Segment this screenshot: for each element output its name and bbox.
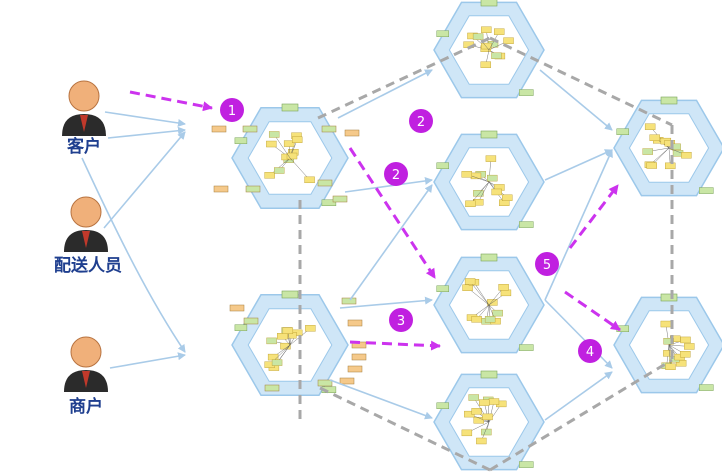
event-link [319, 386, 491, 472]
request-arrow [544, 149, 613, 181]
person-icon [62, 80, 106, 136]
main-flow-arrow [129, 90, 213, 112]
service-hexagon [231, 290, 349, 396]
request-arrow [544, 299, 613, 369]
request-arrow [337, 69, 433, 119]
svg-text:2: 2 [392, 168, 400, 183]
step-badge: 1 [220, 98, 244, 122]
note-block [347, 365, 363, 373]
note-block [347, 319, 363, 327]
note-block [213, 185, 229, 193]
svg-text:4: 4 [586, 345, 594, 360]
note-block [211, 125, 227, 133]
svg-text:1: 1 [228, 104, 236, 119]
step-badge: 3 [389, 308, 413, 332]
person-icon [64, 196, 108, 252]
note-block [351, 353, 367, 361]
event-link [489, 36, 673, 127]
service-hexagon [433, 0, 545, 99]
service-hexagon [613, 96, 722, 197]
note-block [264, 384, 280, 392]
main-flow-arrows [129, 90, 621, 351]
svg-text:3: 3 [397, 314, 405, 329]
service-hexagon [433, 253, 545, 354]
main-flow-arrow [348, 147, 437, 279]
request-arrow [544, 149, 613, 301]
actor-customer: 客户 [62, 80, 106, 157]
note-block [317, 179, 333, 187]
request-arrows [81, 69, 613, 421]
note-block [317, 379, 333, 387]
request-arrow [349, 184, 433, 301]
request-arrow [107, 126, 186, 139]
request-arrow [329, 379, 433, 420]
actor-courier: 配送人员 [54, 196, 122, 276]
actor-label: 配送人员 [54, 255, 122, 276]
request-arrow [103, 131, 186, 229]
request-arrow [81, 157, 186, 353]
request-arrow [109, 352, 186, 369]
step-badge: 2 [384, 162, 408, 186]
event-links [298, 36, 674, 472]
request-arrow [539, 69, 613, 131]
service-hexagons [211, 0, 722, 471]
note-block [229, 304, 245, 312]
step-badge: 5 [535, 252, 559, 276]
main-flow-arrow [568, 184, 620, 249]
person-icon [64, 336, 108, 392]
event-link [489, 358, 673, 472]
actor-merchant: 商户 [64, 336, 108, 417]
step-badge: 2 [409, 109, 433, 133]
note-block [321, 125, 337, 133]
request-arrow [339, 296, 433, 309]
service-hexagon [613, 293, 722, 394]
service-hexagon [433, 130, 545, 231]
note-block [245, 185, 261, 193]
event-link [317, 36, 491, 120]
note-block [242, 125, 258, 133]
note-block [341, 297, 357, 305]
note-block [243, 317, 259, 325]
note-block [344, 129, 360, 137]
request-arrow [344, 176, 433, 193]
actor-label: 客户 [66, 136, 101, 157]
note-block [332, 195, 348, 203]
main-flow-arrow [564, 290, 621, 332]
step-badge: 4 [578, 339, 602, 363]
service-hexagon [433, 370, 545, 471]
service-hexagon [231, 103, 349, 209]
note-block [339, 377, 355, 385]
request-arrow [104, 111, 186, 127]
request-arrow [544, 371, 613, 421]
svg-text:2: 2 [417, 115, 425, 130]
svg-text:5: 5 [543, 258, 551, 273]
actor-label: 商户 [69, 396, 103, 417]
